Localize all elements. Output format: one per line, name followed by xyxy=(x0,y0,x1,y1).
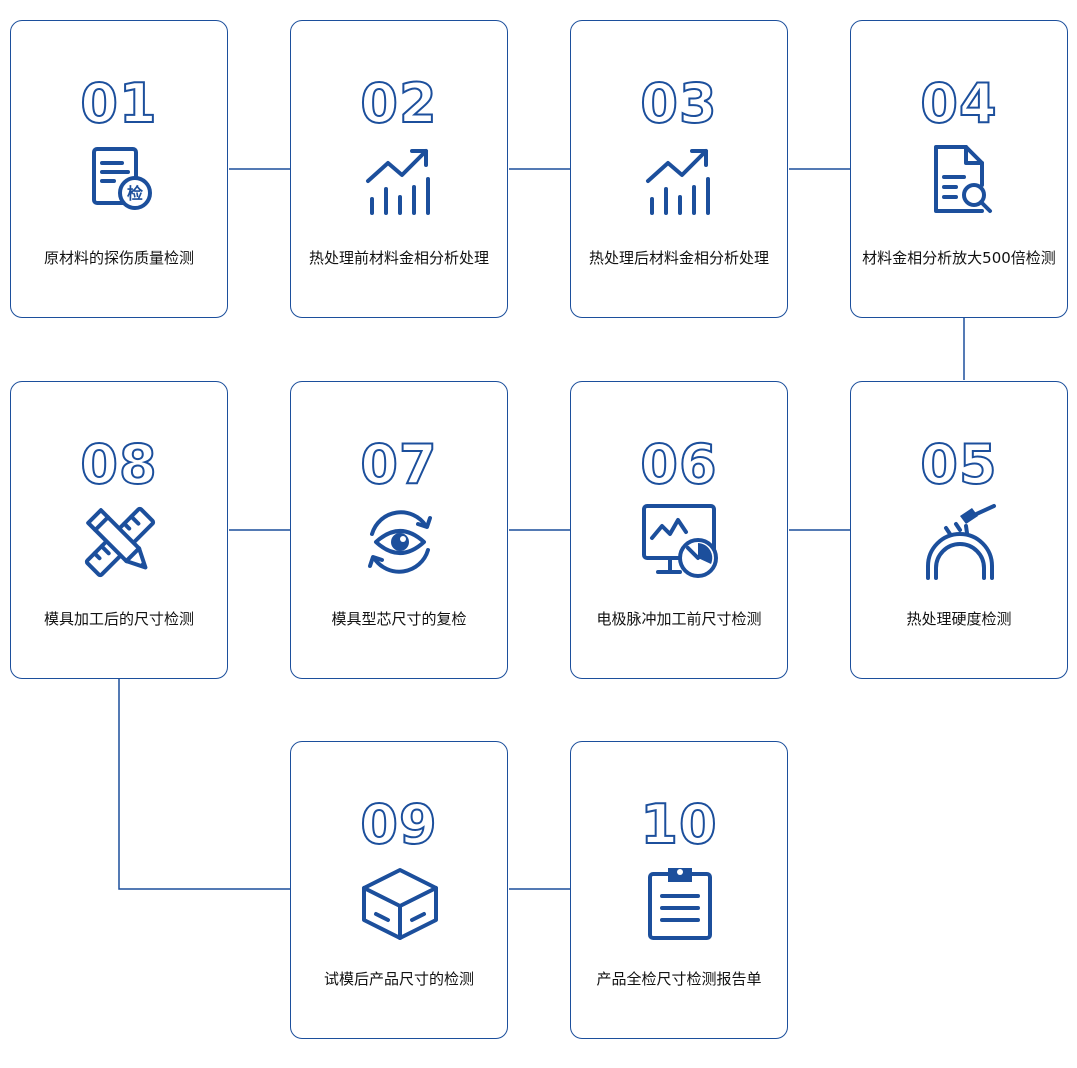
step-label: 电极脉冲加工前尺寸检测 xyxy=(596,610,762,628)
step-card-08: 08 模具加工后的尺寸检测 xyxy=(10,381,228,679)
step-label: 热处理硬度检测 xyxy=(906,610,1012,628)
step-number: 07 xyxy=(359,433,438,497)
step-card-03: 03 热处理后材料金相分析处理 xyxy=(570,20,788,318)
step-card-05: 05 热处理硬度检测 xyxy=(850,381,1068,679)
step-card-07: 07 模具型芯尺寸的复检 xyxy=(290,381,508,679)
step-label: 材料金相分析放大500倍检测 xyxy=(862,249,1056,267)
step-label: 试模后产品尺寸的检测 xyxy=(323,970,474,988)
step-label: 模具加工后的尺寸检测 xyxy=(43,610,194,628)
clipboard-icon xyxy=(640,862,720,942)
step-number: 01 xyxy=(79,72,158,136)
step-number: 09 xyxy=(359,793,438,857)
document-inspection-icon: 检 xyxy=(80,141,160,221)
document-search-icon xyxy=(920,141,1000,221)
step-label: 热处理前材料金相分析处理 xyxy=(308,249,489,267)
step-card-06: 06 电极脉冲加工前尺寸检测 xyxy=(570,381,788,679)
step-number: 04 xyxy=(919,72,998,136)
step-card-09: 09 试模后产品尺寸的检测 xyxy=(290,741,508,1039)
step-card-10: 10 产品全检尺寸检测报告单 xyxy=(570,741,788,1039)
box-icon xyxy=(360,862,440,942)
step-card-02: 02 热处理前材料金相分析处理 xyxy=(290,20,508,318)
step-card-01: 01 检 原材料的探伤质量检测 xyxy=(10,20,228,318)
step-number: 06 xyxy=(639,433,718,497)
connector-08-09 xyxy=(118,679,290,890)
step-number: 03 xyxy=(639,72,718,136)
step-label: 产品全检尺寸检测报告单 xyxy=(596,970,762,988)
step-label: 热处理后材料金相分析处理 xyxy=(588,249,769,267)
hammer-ring-icon xyxy=(920,502,1000,582)
step-number: 02 xyxy=(359,72,438,136)
monitor-gauge-icon xyxy=(640,502,720,582)
growth-chart-icon xyxy=(640,141,720,221)
eye-refresh-icon xyxy=(360,502,440,582)
step-number: 05 xyxy=(919,433,998,497)
step-label: 原材料的探伤质量检测 xyxy=(43,249,194,267)
pencil-ruler-icon xyxy=(80,502,160,582)
step-number: 10 xyxy=(639,793,718,857)
growth-chart-icon xyxy=(360,141,440,221)
inspection-badge-text: 检 xyxy=(127,184,143,203)
step-card-04: 04 材料金相分析放大500倍检测 xyxy=(850,20,1068,318)
step-label: 模具型芯尺寸的复检 xyxy=(331,610,467,628)
step-number: 08 xyxy=(79,433,158,497)
